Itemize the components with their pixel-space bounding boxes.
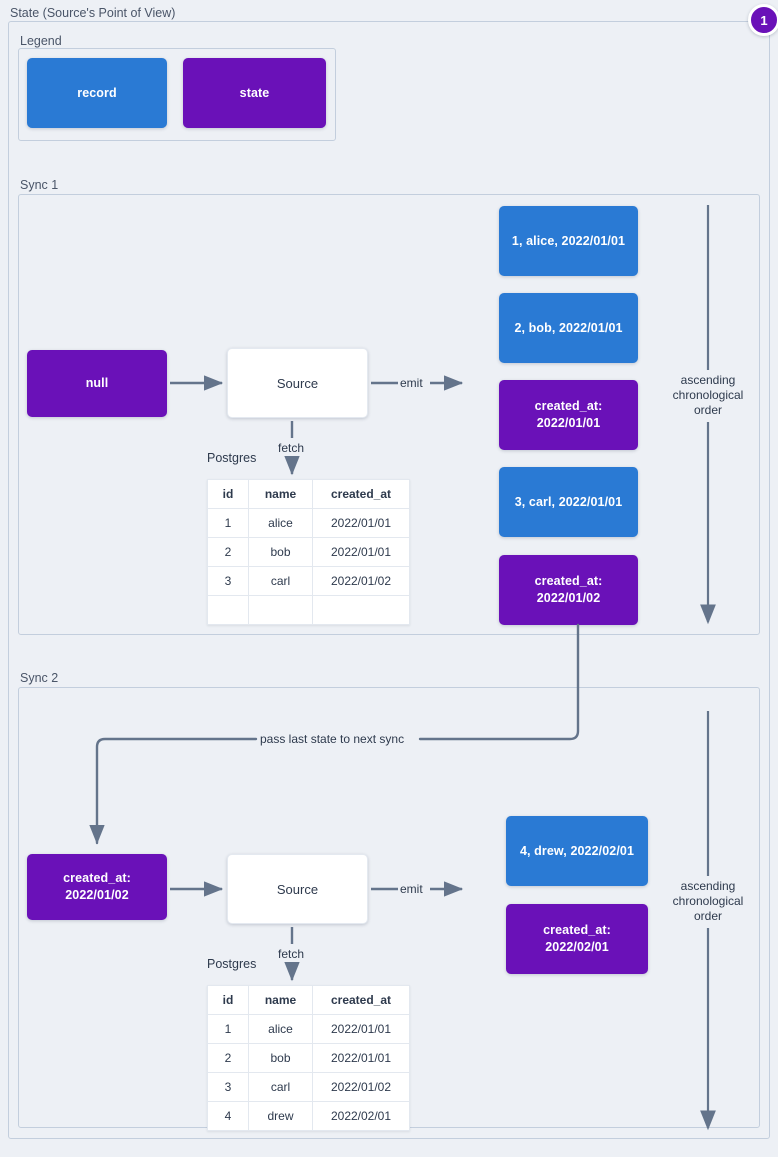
- sync2-cell-id: 3: [207, 1072, 249, 1102]
- sync1-database-label: Postgres: [205, 451, 259, 465]
- page-title: State (Source's Point of View): [10, 6, 176, 20]
- table-row: 1 alice 2022/01/01: [207, 1014, 410, 1044]
- sync1-cell-name: [248, 595, 313, 625]
- sync1-input-state-node: null: [27, 350, 167, 417]
- sync2-cell-created-at: 2022/01/01: [312, 1014, 410, 1044]
- sync1-col-id: id: [207, 479, 249, 509]
- table-row: 3 carl 2022/01/02: [207, 566, 410, 596]
- sync1-postgres-table: id name created_at 1 alice 2022/01/01 2 …: [207, 479, 410, 625]
- sync2-cell-name: alice: [248, 1014, 313, 1044]
- sync1-cell-created-at: 2022/01/01: [312, 508, 410, 538]
- legend-swatch-record: record: [27, 58, 167, 128]
- sync1-col-name: name: [248, 479, 313, 509]
- pass-state-label: pass last state to next sync: [258, 732, 407, 746]
- table-row: 2 bob 2022/01/01: [207, 537, 410, 567]
- sync1-cell-created-at: 2022/01/01: [312, 537, 410, 567]
- sync2-title: Sync 2: [20, 671, 59, 685]
- sync2-col-id: id: [207, 985, 249, 1015]
- sync2-cell-created-at: 2022/01/01: [312, 1043, 410, 1073]
- sync2-input-state-node: created_at: 2022/01/02: [27, 854, 167, 920]
- legend-title: Legend: [20, 34, 62, 48]
- sync1-cell-created-at: [312, 595, 410, 625]
- sync2-cell-created-at: 2022/02/01: [312, 1101, 410, 1131]
- legend-swatch-state: state: [183, 58, 326, 128]
- sync2-cell-name: bob: [248, 1043, 313, 1073]
- legend-swatch-state-label: state: [239, 85, 270, 100]
- sync2-col-created-at: created_at: [312, 985, 410, 1015]
- sync1-emitted-state-2-line1: created_at:: [534, 574, 603, 588]
- sync1-cell-created-at: 2022/01/02: [312, 566, 410, 596]
- sync2-database-label: Postgres: [205, 957, 259, 971]
- sync1-cell-id: 3: [207, 566, 249, 596]
- sync2-emit-label: emit: [398, 882, 425, 896]
- table-header-row: id name created_at: [207, 985, 410, 1015]
- sync1-emitted-record-2-label: 2, bob, 2022/01/01: [514, 321, 623, 335]
- sync1-emitted-state-1-line2: 2022/01/01: [536, 416, 601, 430]
- sync2-emitted-state-1-line2: 2022/02/01: [545, 940, 609, 954]
- legend-frame: [18, 48, 336, 141]
- table-row-empty: [207, 595, 410, 625]
- table-row: 2 bob 2022/01/01: [207, 1043, 410, 1073]
- sync1-order-caption: ascending chronological order: [658, 373, 758, 418]
- sync1-emitted-state-1: created_at: 2022/01/01: [499, 380, 638, 450]
- sync2-source-label: Source: [276, 881, 319, 897]
- sync2-cell-id: 1: [207, 1014, 249, 1044]
- sync2-emitted-record-1-label: 4, drew, 2022/02/01: [519, 844, 634, 858]
- sync1-emitted-record-3: 3, carl, 2022/01/01: [499, 467, 638, 537]
- sync1-emitted-state-2-line2: 2022/01/02: [536, 591, 601, 605]
- sync2-cell-name: carl: [248, 1072, 313, 1102]
- sync1-cell-id: [207, 595, 249, 625]
- sync1-emit-label: emit: [398, 376, 425, 390]
- sync2-emitted-record-1: 4, drew, 2022/02/01: [506, 816, 648, 886]
- table-row: 4 drew 2022/02/01: [207, 1101, 410, 1131]
- table-row: 1 alice 2022/01/01: [207, 508, 410, 538]
- sync1-title: Sync 1: [20, 178, 59, 192]
- sync1-emitted-record-3-label: 3, carl, 2022/01/01: [514, 495, 623, 509]
- sync2-col-name: name: [248, 985, 313, 1015]
- sync1-cell-id: 2: [207, 537, 249, 567]
- sync2-cell-name: drew: [248, 1101, 313, 1131]
- step-badge[interactable]: 1: [748, 4, 778, 36]
- sync2-emitted-state-1: created_at: 2022/02/01: [506, 904, 648, 974]
- sync1-fetch-label: fetch: [276, 441, 307, 455]
- sync1-cell-name: alice: [248, 508, 313, 538]
- sync2-fetch-label: fetch: [276, 947, 307, 961]
- sync1-cell-name: bob: [248, 537, 313, 567]
- table-header-row: id name created_at: [207, 479, 410, 509]
- sync1-frame: [18, 194, 760, 635]
- sync1-source-label: Source: [276, 375, 319, 391]
- sync1-emitted-record-2: 2, bob, 2022/01/01: [499, 293, 638, 363]
- sync1-cell-id: 1: [207, 508, 249, 538]
- sync1-emitted-record-1: 1, alice, 2022/01/01: [499, 206, 638, 276]
- sync1-input-state-label: null: [85, 376, 109, 390]
- sync2-input-state-line2: 2022/01/02: [65, 888, 129, 902]
- sync1-emitted-state-2: created_at: 2022/01/02: [499, 555, 638, 625]
- legend-swatch-record-label: record: [77, 86, 117, 100]
- sync2-cell-id: 4: [207, 1101, 249, 1131]
- sync2-cell-created-at: 2022/01/02: [312, 1072, 410, 1102]
- table-row: 3 carl 2022/01/02: [207, 1072, 410, 1102]
- sync2-source-node: Source: [227, 854, 368, 924]
- sync1-col-created-at: created_at: [312, 479, 410, 509]
- sync2-input-state-line1: created_at:: [63, 871, 131, 885]
- sync2-order-caption: ascending chronological order: [658, 879, 758, 924]
- sync2-emitted-state-1-line1: created_at:: [543, 923, 611, 937]
- sync1-emitted-record-1-label: 1, alice, 2022/01/01: [511, 234, 626, 248]
- outer-frame: [8, 21, 770, 1139]
- sync2-postgres-table: id name created_at 1 alice 2022/01/01 2 …: [207, 985, 410, 1131]
- sync1-cell-name: carl: [248, 566, 313, 596]
- sync1-emitted-state-1-line1: created_at:: [534, 399, 603, 413]
- sync1-source-node: Source: [227, 348, 368, 418]
- sync2-cell-id: 2: [207, 1043, 249, 1073]
